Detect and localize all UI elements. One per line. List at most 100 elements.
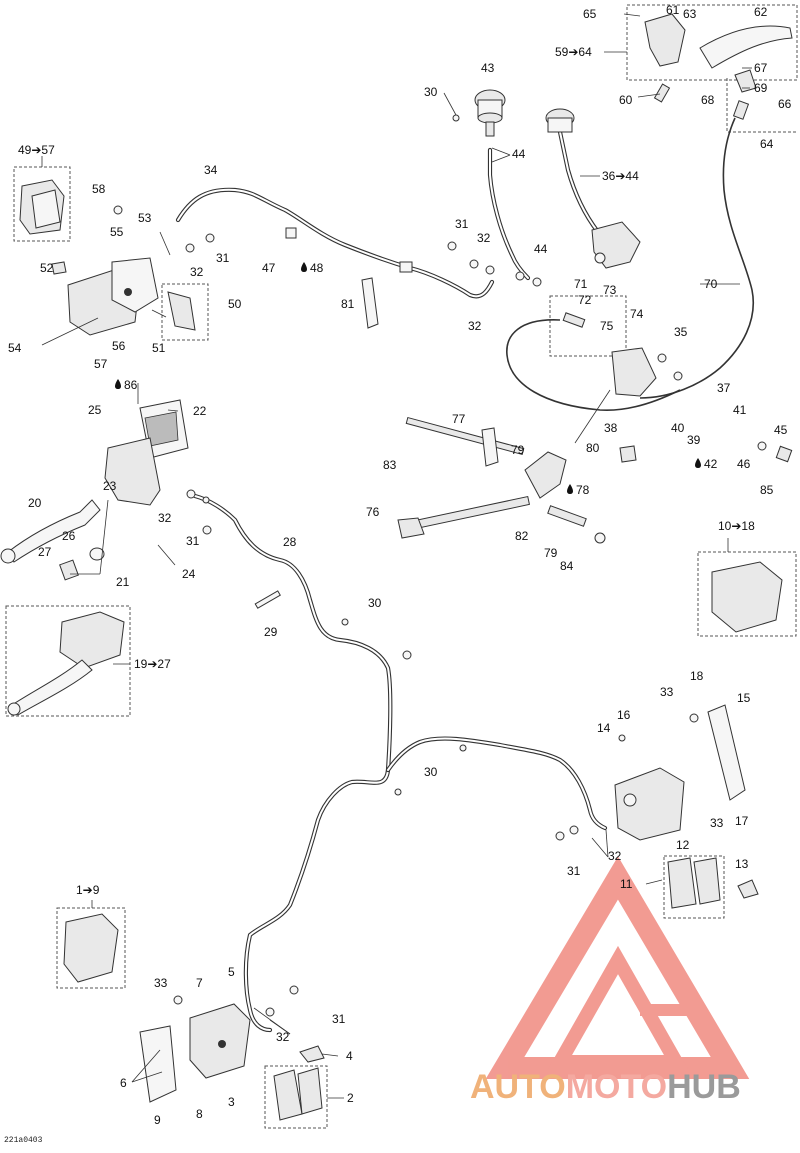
callout-28: 28: [283, 535, 297, 549]
callout-63: 63: [683, 7, 697, 21]
callout-48: 48: [310, 261, 324, 275]
callout-33-a: 33: [660, 685, 674, 699]
callout-60: 60: [619, 93, 633, 107]
callout-77: 77: [452, 412, 466, 426]
watermark-logo: [485, 856, 750, 1079]
callout-86: 86: [124, 378, 138, 392]
watermark-moto: MOTO: [566, 1068, 667, 1106]
callout-66: 66: [778, 97, 792, 111]
watermark-auto: AUTO: [470, 1068, 566, 1106]
fasteners: [113, 114, 767, 1017]
leader-lines: [41, 13, 752, 1099]
callout-39: 39: [687, 433, 701, 447]
callout-49-57: 49➔57: [18, 143, 55, 157]
box-pads-2: [264, 1065, 328, 1129]
callout-4: 4: [346, 1049, 353, 1063]
reservoirs: [474, 89, 641, 269]
box-pads-50: [161, 283, 209, 341]
callout-10-18: 10➔18: [718, 519, 755, 533]
callout-33-c: 33: [154, 976, 168, 990]
callout-45: 45: [774, 423, 788, 437]
callout-83: 83: [383, 458, 397, 472]
callout-85: 85: [760, 483, 774, 497]
callout-82: 82: [515, 529, 529, 543]
callout-29: 29: [264, 625, 278, 639]
master-cylinder-left: [0, 399, 189, 581]
callout-34: 34: [204, 163, 218, 177]
callout-12: 12: [676, 838, 690, 852]
callout-3: 3: [228, 1095, 235, 1109]
callout-32-f: 32: [276, 1030, 290, 1044]
drop-icon-42: [695, 458, 701, 468]
callout-44-top: 44: [512, 147, 526, 161]
callout-81: 81: [341, 297, 355, 311]
callout-46: 46: [737, 457, 751, 471]
callout-14: 14: [597, 721, 611, 735]
callout-71: 71: [574, 277, 588, 291]
master-cylinder-inset: [7, 611, 125, 716]
callout-36-44: 36➔44: [602, 169, 639, 183]
callout-42: 42: [704, 457, 718, 471]
callout-31-c: 31: [186, 534, 200, 548]
callout-68: 68: [701, 93, 715, 107]
callout-8: 8: [196, 1107, 203, 1121]
callout-13: 13: [735, 857, 749, 871]
callout-40: 40: [671, 421, 685, 435]
watermark-hub: HUB: [667, 1068, 741, 1106]
callout-64: 64: [760, 137, 774, 151]
brake-lines: [175, 117, 754, 1033]
callout-72: 72: [578, 293, 592, 307]
callout-30-top: 30: [424, 85, 438, 99]
callout-27: 27: [38, 545, 52, 559]
callout-41: 41: [733, 403, 747, 417]
caliper-left-top: [19, 179, 196, 336]
callout-30-low: 30: [424, 765, 438, 779]
parts: [0, 13, 793, 1121]
box-caliper-10-18: [697, 551, 797, 637]
callout-31-b: 31: [455, 217, 469, 231]
callout-32-e: 32: [608, 849, 622, 863]
callout-44-mid: 44: [534, 242, 548, 256]
box-lever-bracket: [726, 78, 797, 133]
callout-38: 38: [604, 421, 618, 435]
box-master-cyl-19-27: [5, 605, 131, 717]
callout-74: 74: [630, 307, 644, 321]
callout-35: 35: [674, 325, 688, 339]
box-pads-11: [663, 855, 725, 919]
callout-1-9: 1➔9: [76, 883, 100, 897]
callout-31-d: 31: [567, 864, 581, 878]
inset-boxes: [5, 4, 798, 1129]
callout-labels: 65 61 63 62 59➔64 67 69 66 68 60 64 30 4…: [4, 3, 792, 1145]
callout-80: 80: [586, 441, 600, 455]
callout-6: 6: [120, 1076, 127, 1090]
callout-55: 55: [110, 225, 124, 239]
callout-84: 84: [560, 559, 574, 573]
drop-icon-86: [115, 379, 121, 389]
callout-32-b: 32: [477, 231, 491, 245]
callout-9: 9: [154, 1113, 161, 1127]
callout-21: 21: [116, 575, 130, 589]
callout-75: 75: [600, 319, 614, 333]
callout-33-b: 33: [710, 816, 724, 830]
callout-47: 47: [262, 261, 276, 275]
watermark-brand: AUTOMOTOHUB: [470, 1068, 741, 1106]
callout-57: 57: [94, 357, 108, 371]
callout-53: 53: [138, 211, 152, 225]
callout-30-mid: 30: [368, 596, 382, 610]
callout-24: 24: [182, 567, 196, 581]
callout-5: 5: [228, 965, 235, 979]
drop-icon-48: [301, 262, 307, 272]
callout-56: 56: [112, 339, 126, 353]
box-spring-71-74: [549, 295, 627, 357]
callout-67: 67: [754, 61, 768, 75]
pedal-assembly: [361, 277, 793, 539]
callout-11: 11: [620, 877, 633, 891]
callout-22: 22: [193, 404, 207, 418]
caliper-right: [614, 561, 783, 909]
callout-19-27: 19➔27: [134, 657, 171, 671]
callout-65: 65: [583, 7, 597, 21]
callout-23: 23: [103, 479, 117, 493]
callout-37: 37: [717, 381, 731, 395]
